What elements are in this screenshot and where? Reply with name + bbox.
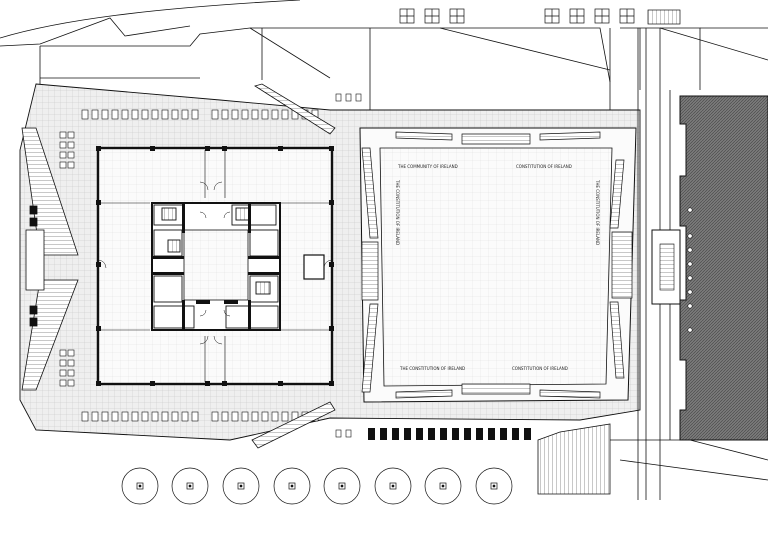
- west-stairs: [21, 127, 79, 391]
- west-planters: [59, 131, 75, 387]
- tree-pits: [121, 467, 513, 505]
- inscription-north-right: CONSTITUTION OF IRELAND: [516, 164, 572, 169]
- inscription-south-left: THE CONSTITUTION OF IRELAND: [399, 366, 465, 371]
- core-rooms: [153, 204, 279, 329]
- portico-steps: [659, 243, 675, 291]
- south-planter-row: [81, 411, 352, 438]
- ramps: [251, 83, 336, 449]
- tree-pit: [222, 467, 260, 505]
- inscription-north-left: THE COMMUNITY OF IRELAND: [397, 164, 458, 169]
- portico-columns: [687, 207, 693, 333]
- tree-pit: [475, 467, 513, 505]
- main-building: [96, 146, 334, 386]
- south-bollard-row: [368, 428, 531, 440]
- tree-pit: [323, 467, 361, 505]
- inscription-south-right: CONSTITUTION OF IRELAND: [512, 366, 568, 371]
- constitution-square: THE COMMUNITY OF IRELAND CONSTITUTION OF…: [359, 127, 637, 403]
- central-hall: [183, 229, 249, 301]
- square-benches: [361, 131, 633, 399]
- north-planter-row: [81, 93, 362, 120]
- southeast-stair: [537, 423, 611, 495]
- tree-pit: [121, 467, 159, 505]
- tree-pit: [424, 467, 462, 505]
- top-facade-windows: [399, 8, 681, 25]
- street-context-top: [0, 0, 768, 120]
- inscription-west: THE CONSTITUTION OF IRELAND: [395, 179, 400, 245]
- tree-pit: [374, 467, 412, 505]
- east-entrance: [303, 254, 325, 280]
- building-columns: [96, 146, 334, 386]
- core-walls: [152, 203, 280, 330]
- tree-pit: [171, 467, 209, 505]
- interior-partitions: [100, 150, 330, 382]
- historic-building: [651, 95, 768, 441]
- inscription-east: THE CONSTITUTION OF IRELAND: [595, 179, 600, 245]
- tree-pit: [273, 467, 311, 505]
